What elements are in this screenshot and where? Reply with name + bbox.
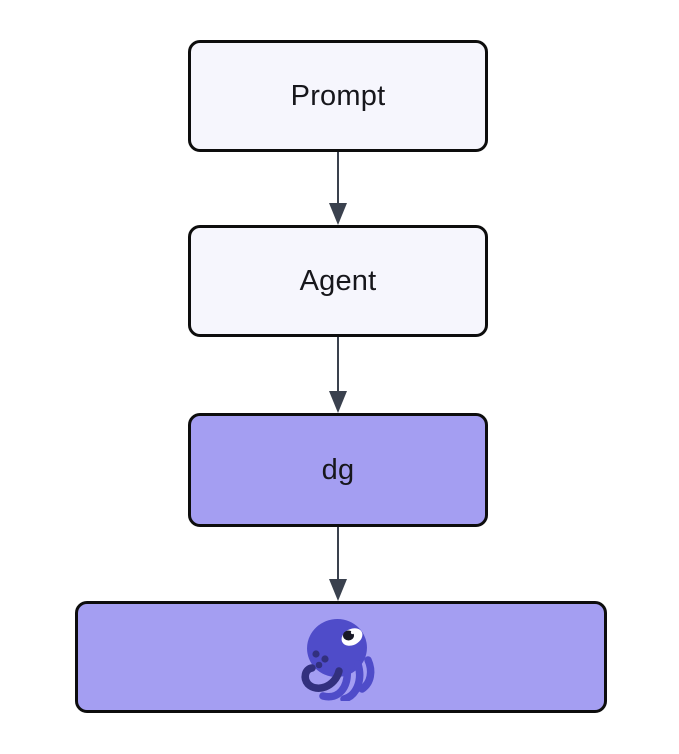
node-agent-label: Agent bbox=[299, 264, 377, 297]
node-dg-label: dg bbox=[321, 453, 355, 486]
flow-node-octopus bbox=[75, 601, 607, 713]
edge-line bbox=[337, 152, 339, 203]
edge-dg-to-octopus bbox=[329, 527, 347, 601]
flow-node-agent: Agent bbox=[188, 225, 488, 337]
arrowhead-icon bbox=[329, 579, 347, 601]
edge-prompt-to-agent bbox=[329, 152, 347, 225]
flow-node-dg: dg bbox=[188, 413, 488, 527]
edge-agent-to-dg bbox=[329, 337, 347, 413]
flow-node-prompt: Prompt bbox=[188, 40, 488, 152]
edge-line bbox=[337, 337, 339, 391]
arrowhead-icon bbox=[329, 391, 347, 413]
arrowhead-icon bbox=[329, 203, 347, 225]
node-prompt-label: Prompt bbox=[290, 79, 386, 112]
edge-line bbox=[337, 527, 339, 579]
octopus-icon bbox=[301, 618, 375, 701]
